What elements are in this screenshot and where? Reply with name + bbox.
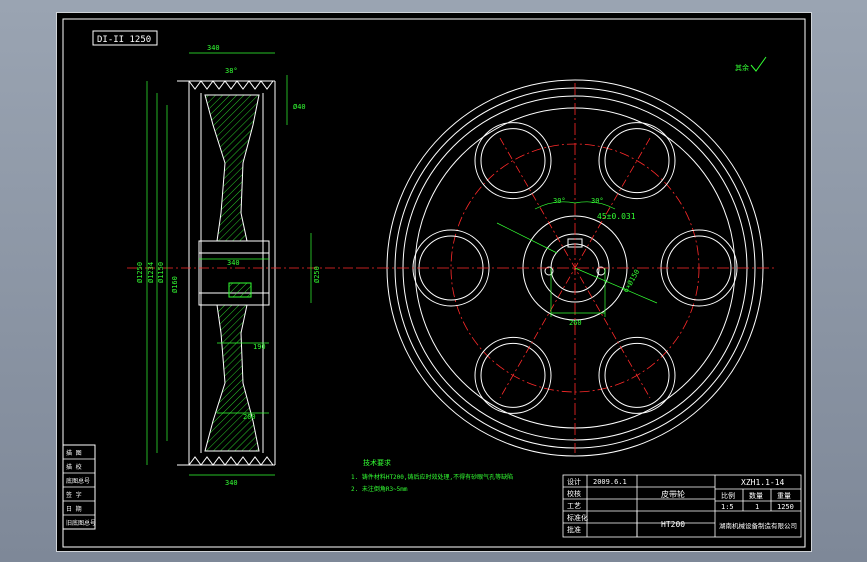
notes-heading: 技术要求	[363, 458, 391, 467]
lightening-hole-3-outer	[474, 336, 552, 414]
upper-web-section	[204, 94, 260, 242]
tb-std-label: 标准化	[567, 513, 588, 522]
left-table-row-label: 日 期	[66, 505, 82, 513]
dim-angle-left: 30°	[553, 197, 566, 205]
dim-leader-bolt	[574, 267, 658, 304]
dim-web-200: 200	[243, 413, 256, 421]
tb-weight: 1250	[777, 503, 794, 511]
tb-checker-label: 校核	[567, 489, 581, 498]
lightening-hole-6-inner	[604, 128, 670, 194]
lightening-hole-2-outer	[598, 336, 676, 414]
drawing-canvas[interactable]: DI-II 1250 其余	[56, 12, 812, 552]
title-block-frame	[562, 474, 802, 538]
note-2: 2. 未注倒角R3~5mm	[351, 485, 408, 493]
section-view: Ø1250 Ø1234 Ø1150 340 340 340 190 200 Ø2…	[127, 44, 513, 493]
dim-top-width: 340	[207, 44, 220, 52]
tb-process-label: 工艺	[567, 502, 581, 510]
tb-review-label: 批准	[567, 525, 581, 534]
tb-part-name: 皮带轮	[661, 489, 685, 499]
title-block	[562, 474, 802, 538]
dim-bolt-spec: 6×Ø150	[622, 268, 642, 294]
dim-arc-a	[534, 201, 576, 210]
tb-material: HT200	[661, 520, 685, 529]
dim-outer-dia: Ø1250	[136, 262, 144, 283]
dim-pitch-dia: Ø1234	[147, 262, 155, 283]
dim-bottom-width: 340	[225, 479, 238, 487]
front-view: 30° 30° 45±0.031 260 6×Ø150	[357, 79, 777, 457]
dim-bore-dia: Ø160	[171, 276, 179, 293]
dim-hub-width: 340	[227, 259, 240, 267]
dim-inner-dia: Ø1150	[157, 262, 165, 283]
groove-teeth-bottom	[188, 456, 274, 466]
tb-qty-label: 数量	[749, 491, 763, 500]
left-table-row-label: 旧底图总号	[66, 519, 96, 527]
left-table-row-label: 描 图	[66, 449, 82, 457]
dim-angle-top: 38°	[225, 67, 238, 75]
dim-hub-190: 190	[253, 343, 266, 351]
tb-designer-date: 2009.6.1	[593, 478, 627, 486]
dim-leader-bore	[496, 222, 558, 254]
dim-keyway: 45±0.031	[597, 212, 636, 221]
hub-outline	[198, 240, 270, 306]
tb-qty: 1	[755, 503, 759, 511]
dim-groove-tag: Ø40	[293, 103, 306, 111]
lightening-hole-5-inner	[480, 128, 546, 194]
lightening-hole-5-outer	[474, 122, 552, 200]
tb-company: 湖南机械设备制造有限公司	[719, 521, 797, 530]
tb-drawing-no: XZH1.1-14	[741, 478, 785, 487]
surface-roughness-icon	[750, 56, 767, 72]
drawing-svg: DI-II 1250 其余	[62, 18, 806, 548]
drawing-frame	[62, 18, 806, 548]
tb-scale-label: 比例	[721, 491, 735, 500]
tb-weight-label: 重量	[777, 492, 791, 500]
lightening-hole-3-inner	[480, 342, 546, 408]
dim-hub-dia: Ø250	[313, 266, 321, 283]
left-table-row-label: 签 字	[66, 491, 82, 499]
key-section	[228, 282, 252, 298]
note-1: 1. 铸件材料HT200,铸后应时效处理,不得有砂眼气孔等缺陷	[351, 473, 513, 481]
lightening-hole-6-outer	[598, 122, 676, 200]
dim-angle-right: 30°	[591, 197, 604, 205]
surface-mark-label: 其余	[735, 63, 749, 72]
groove-teeth-top	[188, 80, 274, 90]
dim-span: 260	[569, 319, 582, 327]
set-screw-left	[544, 266, 554, 276]
title-tag: DI-II 1250	[97, 35, 151, 45]
title-tag-box	[92, 30, 158, 46]
tb-scale: 1:5	[721, 503, 734, 511]
left-table-row-label: 底图总号	[66, 477, 90, 485]
dim-arc-b	[574, 201, 616, 210]
lightening-hole-2-inner	[604, 342, 670, 408]
tb-designer-label: 设计	[567, 477, 581, 486]
lower-web-section	[204, 304, 260, 452]
left-table-row-label: 描 校	[66, 463, 82, 471]
